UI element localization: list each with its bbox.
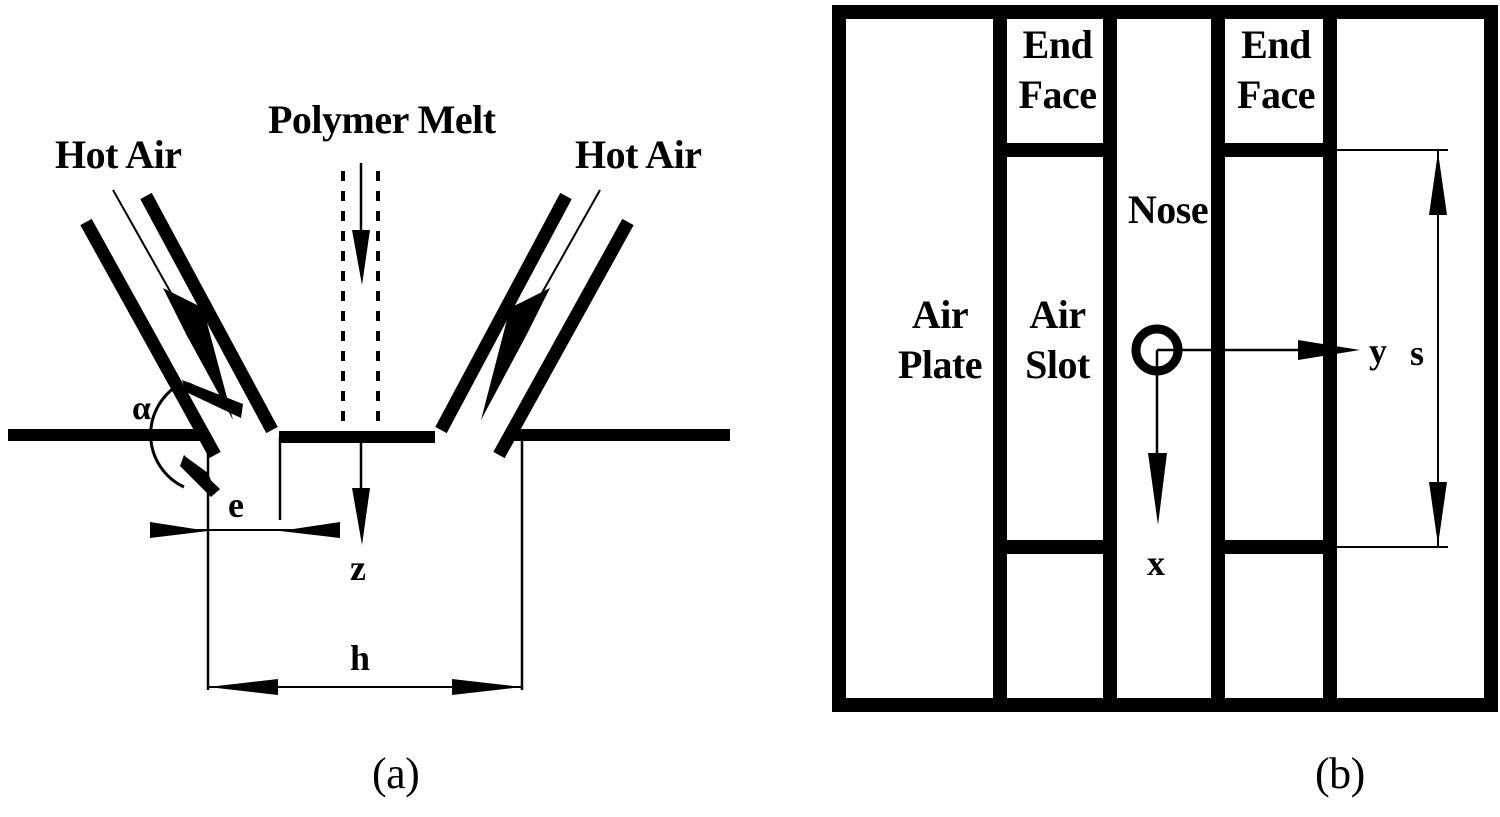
left-air-channel-inner-wall — [140, 192, 278, 434]
air-plate-label-line2: Plate — [897, 342, 983, 387]
right-air-channel-inner-wall — [435, 192, 572, 434]
left-flow-arrow-head — [163, 288, 233, 420]
dim-h-label: h — [350, 638, 370, 678]
panel-a-drawing — [8, 163, 730, 695]
air-plate-label-line1: Air — [911, 292, 969, 337]
angle-alpha-arrow-upper-b — [182, 380, 243, 418]
caption-panel-b: (b) — [1315, 749, 1365, 798]
panel-b-bottom-view: Air Plate End Face Air Slot Nose End Fac… — [800, 0, 1500, 817]
hot-air-label-right: Hot Air — [575, 132, 702, 177]
end-face-label-right: End Face — [1222, 25, 1330, 115]
right-air-channel-outer-wall — [493, 218, 634, 459]
x-axis-label: x — [1147, 543, 1165, 583]
dim-e-arrow-right — [280, 522, 340, 538]
caption-panel-a: (a) — [372, 749, 420, 798]
right-flow-arrow-head — [481, 288, 550, 420]
dim-h-arrow-right — [452, 679, 522, 695]
left-flow-arrow-tail — [112, 189, 176, 301]
left-air-channel-outer-wall — [80, 218, 221, 459]
dim-s-label: s — [1410, 333, 1424, 373]
angle-alpha-arrow-lower-b — [180, 455, 220, 497]
dim-h-arrow-left — [208, 679, 278, 695]
z-axis-label: z — [350, 548, 366, 588]
dim-e-arrow-left — [150, 522, 208, 538]
y-axis-label: y — [1369, 331, 1387, 371]
air-slot-label: Air Slot — [1005, 295, 1110, 385]
air-slot-label-line1: Air — [1029, 292, 1086, 337]
panel-a-cross-section: Hot Air Hot Air Polymer Melt α e z h (a) — [8, 97, 730, 798]
x-axis-arrow-head — [1148, 453, 1167, 525]
end-face-right-line1: End — [1241, 22, 1311, 67]
angle-alpha-arc — [149, 381, 185, 489]
die-outer-frame — [832, 5, 1498, 712]
polymer-melt-arrow-head — [352, 230, 370, 285]
air-slot-label-line2: Slot — [1025, 342, 1090, 387]
nose-label: Nose — [1127, 187, 1209, 232]
air-plate-label: Air Plate — [880, 295, 1000, 385]
end-face-label-left: End Face — [1005, 25, 1110, 115]
end-face-right-line2: Face — [1237, 72, 1315, 117]
dim-s-arrow-bottom — [1429, 482, 1447, 545]
panel-b-drawing — [832, 5, 1498, 712]
dim-s-arrow-top — [1429, 152, 1447, 215]
z-axis-arrow-head — [352, 488, 370, 545]
angle-alpha-label: α — [132, 390, 151, 427]
y-axis-arrow-head — [1298, 340, 1360, 360]
die-nose-wall-left — [206, 430, 272, 435]
end-face-left-line1: End — [1022, 22, 1093, 67]
hot-air-label-left: Hot Air — [55, 132, 182, 177]
right-flow-arrow-tail — [537, 189, 601, 301]
end-face-left-line2: Face — [1018, 72, 1097, 117]
dim-e-label: e — [228, 485, 244, 525]
polymer-melt-label: Polymer Melt — [268, 97, 496, 142]
